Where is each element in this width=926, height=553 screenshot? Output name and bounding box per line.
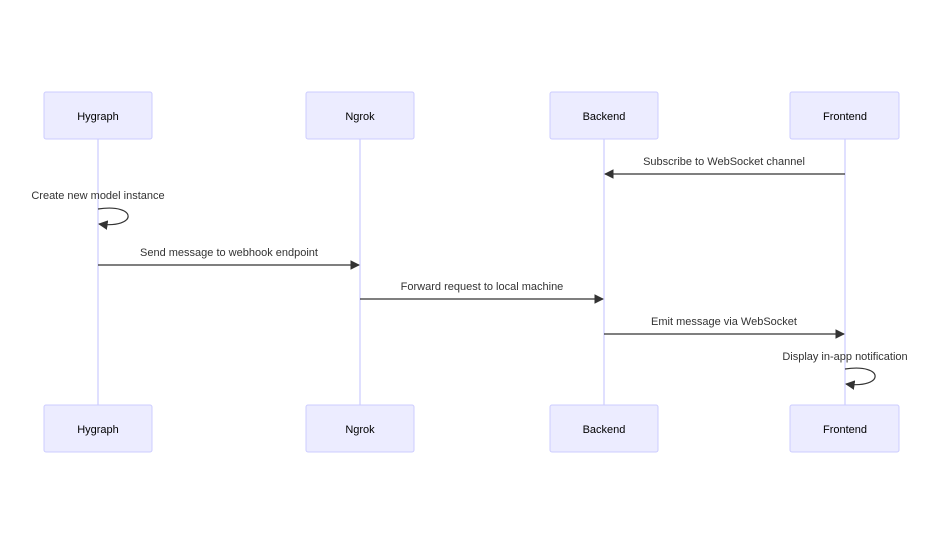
actor-backend-bottom: Backend — [549, 404, 659, 453]
actor-ngrok-bottom-label: Ngrok — [345, 424, 375, 436]
message-emit-label: Emit message via WebSocket — [651, 316, 797, 328]
actor-ngrok-top-label: Ngrok — [345, 111, 375, 123]
actor-frontend-bottom: Frontend — [789, 404, 900, 453]
actor-ngrok-top: Ngrok — [305, 91, 415, 140]
actor-hygraph-top: Hygraph — [43, 91, 153, 140]
actor-hygraph-bottom: Hygraph — [43, 404, 153, 453]
message-display-arrow — [844, 367, 876, 390]
message-forward-label: Forward request to local machine — [401, 281, 564, 293]
actor-frontend-top: Frontend — [789, 91, 900, 140]
message-create-label: Create new model instance — [31, 190, 164, 202]
actor-hygraph-top-label: Hygraph — [77, 111, 119, 123]
actor-frontend-top-label: Frontend — [823, 111, 867, 123]
actor-ngrok-bottom: Ngrok — [305, 404, 415, 453]
actor-backend-top: Backend — [549, 91, 659, 140]
actor-backend-top-label: Backend — [583, 111, 626, 123]
actor-hygraph-bottom-label: Hygraph — [77, 424, 119, 436]
actor-backend-bottom-label: Backend — [583, 424, 626, 436]
message-create-arrow — [97, 207, 129, 230]
message-display-label: Display in-app notification — [782, 351, 907, 363]
message-send-label: Send message to webhook endpoint — [140, 247, 318, 259]
message-subscribe-label: Subscribe to WebSocket channel — [643, 156, 805, 168]
actor-frontend-bottom-label: Frontend — [823, 424, 867, 436]
